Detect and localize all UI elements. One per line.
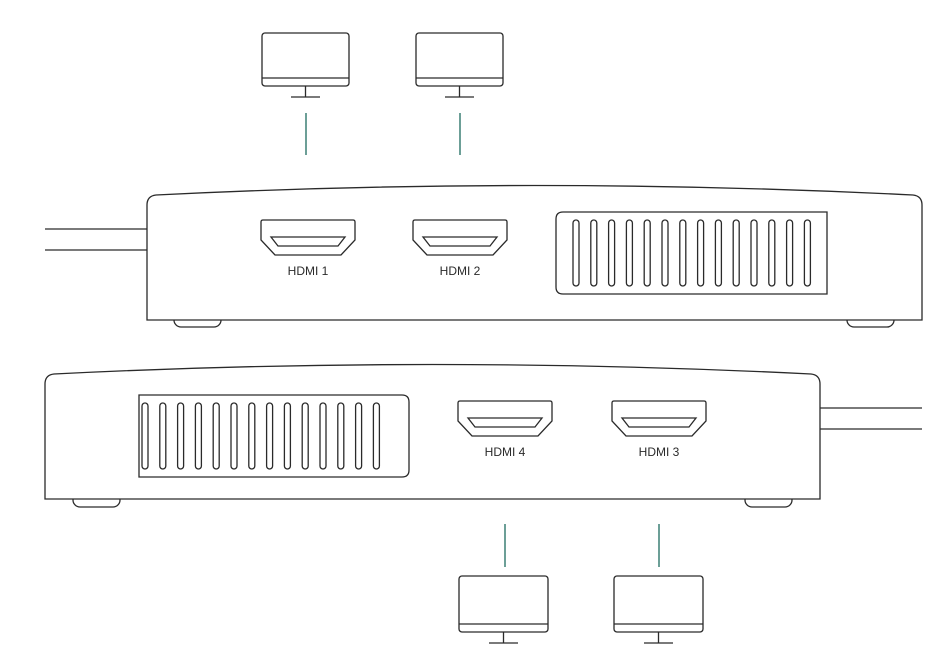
vent-grille-icon	[555, 211, 828, 295]
monitor-icon	[415, 32, 504, 98]
hdmi-port-icon[interactable]	[412, 219, 508, 256]
vent-slot	[732, 219, 740, 287]
vent-slot	[768, 219, 776, 287]
vent-slot	[248, 402, 256, 470]
vent-slot	[372, 402, 381, 470]
vent-slot	[319, 402, 327, 470]
bottom-device: HDMI 4 HDMI 3	[44, 363, 922, 508]
vent-slot	[696, 219, 705, 287]
vent-slot	[265, 402, 274, 470]
port-label-hdmi2: HDMI 2	[440, 264, 481, 278]
vent-slot	[176, 402, 185, 470]
vent-slot	[141, 402, 149, 470]
vent-slot	[572, 219, 580, 287]
vent-slot	[194, 402, 203, 470]
top-device: HDMI 1 HDMI 2	[45, 184, 923, 328]
device-body	[146, 184, 923, 321]
vent-slot	[625, 219, 634, 287]
vent-slot	[803, 219, 812, 287]
vent-slot	[354, 402, 363, 470]
vent-slot	[679, 219, 687, 287]
device-body	[44, 363, 821, 500]
vent-slot	[785, 219, 794, 287]
port-label-hdmi1: HDMI 1	[288, 264, 329, 278]
port-label-hdmi4: HDMI 4	[485, 445, 526, 459]
monitor-icon	[261, 32, 350, 98]
vent-slot	[714, 219, 723, 287]
hdmi-port-icon[interactable]	[457, 400, 553, 437]
port-label-hdmi3: HDMI 3	[639, 445, 680, 459]
vent-slot	[230, 402, 238, 470]
vent-slot	[212, 402, 220, 470]
hdmi-port-icon[interactable]	[260, 219, 356, 256]
vent-slot	[590, 219, 598, 287]
vent-slot	[301, 402, 309, 470]
vent-slot	[283, 402, 292, 470]
power-cable-icon	[45, 228, 147, 251]
vent-slot	[607, 219, 616, 287]
vent-slot	[661, 219, 669, 287]
vent-grille-icon	[138, 394, 410, 478]
vent-slot	[643, 219, 651, 287]
vent-slot	[159, 402, 167, 470]
vent-slot	[337, 402, 345, 470]
vent-slot	[750, 219, 758, 287]
monitor-icon	[458, 575, 549, 644]
monitor-icon	[613, 575, 704, 644]
hdmi-port-icon[interactable]	[611, 400, 707, 437]
power-cable-icon	[820, 407, 922, 430]
